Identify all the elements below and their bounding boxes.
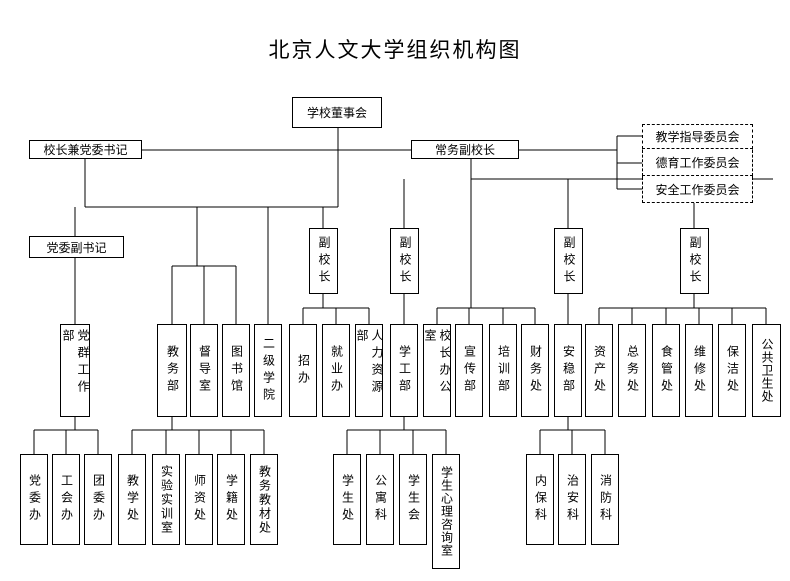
node-committee-moral: 德育工作委员会	[642, 150, 753, 176]
node-hr: 人力资源部	[355, 324, 384, 417]
chart-title: 北京人文大学组织机构图	[268, 38, 522, 62]
node-public-order: 治安科	[558, 454, 586, 545]
node-second-college: 二级学院	[254, 324, 282, 417]
node-vp-1: 副校长	[309, 228, 338, 294]
node-student-affairs: 学工部	[390, 324, 418, 417]
node-youth-league-office: 团委办	[84, 454, 112, 545]
node-vp-4: 副校长	[680, 228, 709, 294]
node-public-health: 公共卫生处	[752, 324, 781, 417]
node-party-committee-office: 党委办	[20, 454, 48, 545]
node-committee-teaching: 教学指导委员会	[642, 124, 753, 149]
node-vp-3: 副校长	[554, 228, 583, 294]
node-counseling: 学生心理咨询室	[432, 454, 460, 569]
node-faculty-office: 师资处	[185, 454, 213, 545]
node-maintenance: 维修处	[685, 324, 713, 417]
node-canteen: 食管处	[652, 324, 680, 417]
node-president-secretary: 校长兼党委书记	[29, 140, 142, 159]
node-textbook-office: 教务教材处	[250, 454, 278, 545]
node-president-office: 校长办公室	[423, 324, 452, 417]
node-student-union: 学生会	[399, 454, 427, 545]
node-admissions: 招办	[289, 324, 317, 417]
node-exec-vp: 常务副校长	[411, 140, 519, 159]
node-board: 学校董事会	[292, 97, 382, 128]
node-cleaning: 保洁处	[718, 324, 746, 417]
node-student-office: 学生处	[333, 454, 361, 545]
node-dormitory: 公寓科	[366, 454, 394, 545]
node-general-affairs: 总务处	[618, 324, 646, 417]
node-party-deputy: 党委副书记	[29, 236, 124, 258]
node-committee-safety: 安全工作委员会	[642, 177, 753, 203]
node-academic-affairs: 教务部	[157, 324, 187, 417]
node-registrar: 学籍处	[217, 454, 245, 545]
node-supervision: 督导室	[190, 324, 218, 417]
node-vp-2: 副校长	[390, 228, 419, 294]
node-library: 图书馆	[222, 324, 250, 417]
node-publicity: 宣传部	[455, 324, 483, 417]
node-employment: 就业办	[322, 324, 350, 417]
node-fire-control: 消防科	[591, 454, 619, 545]
node-teaching-office: 教学处	[118, 454, 146, 545]
node-internal-security: 内保科	[526, 454, 554, 545]
node-security: 安稳部	[554, 324, 582, 417]
node-training: 培训部	[489, 324, 517, 417]
node-finance: 财务处	[521, 324, 549, 417]
node-lab-training: 实验实训室	[152, 454, 180, 545]
node-union-office: 工会办	[52, 454, 80, 545]
node-assets: 资产处	[585, 324, 613, 417]
node-party-work: 党群工作部	[60, 324, 90, 417]
